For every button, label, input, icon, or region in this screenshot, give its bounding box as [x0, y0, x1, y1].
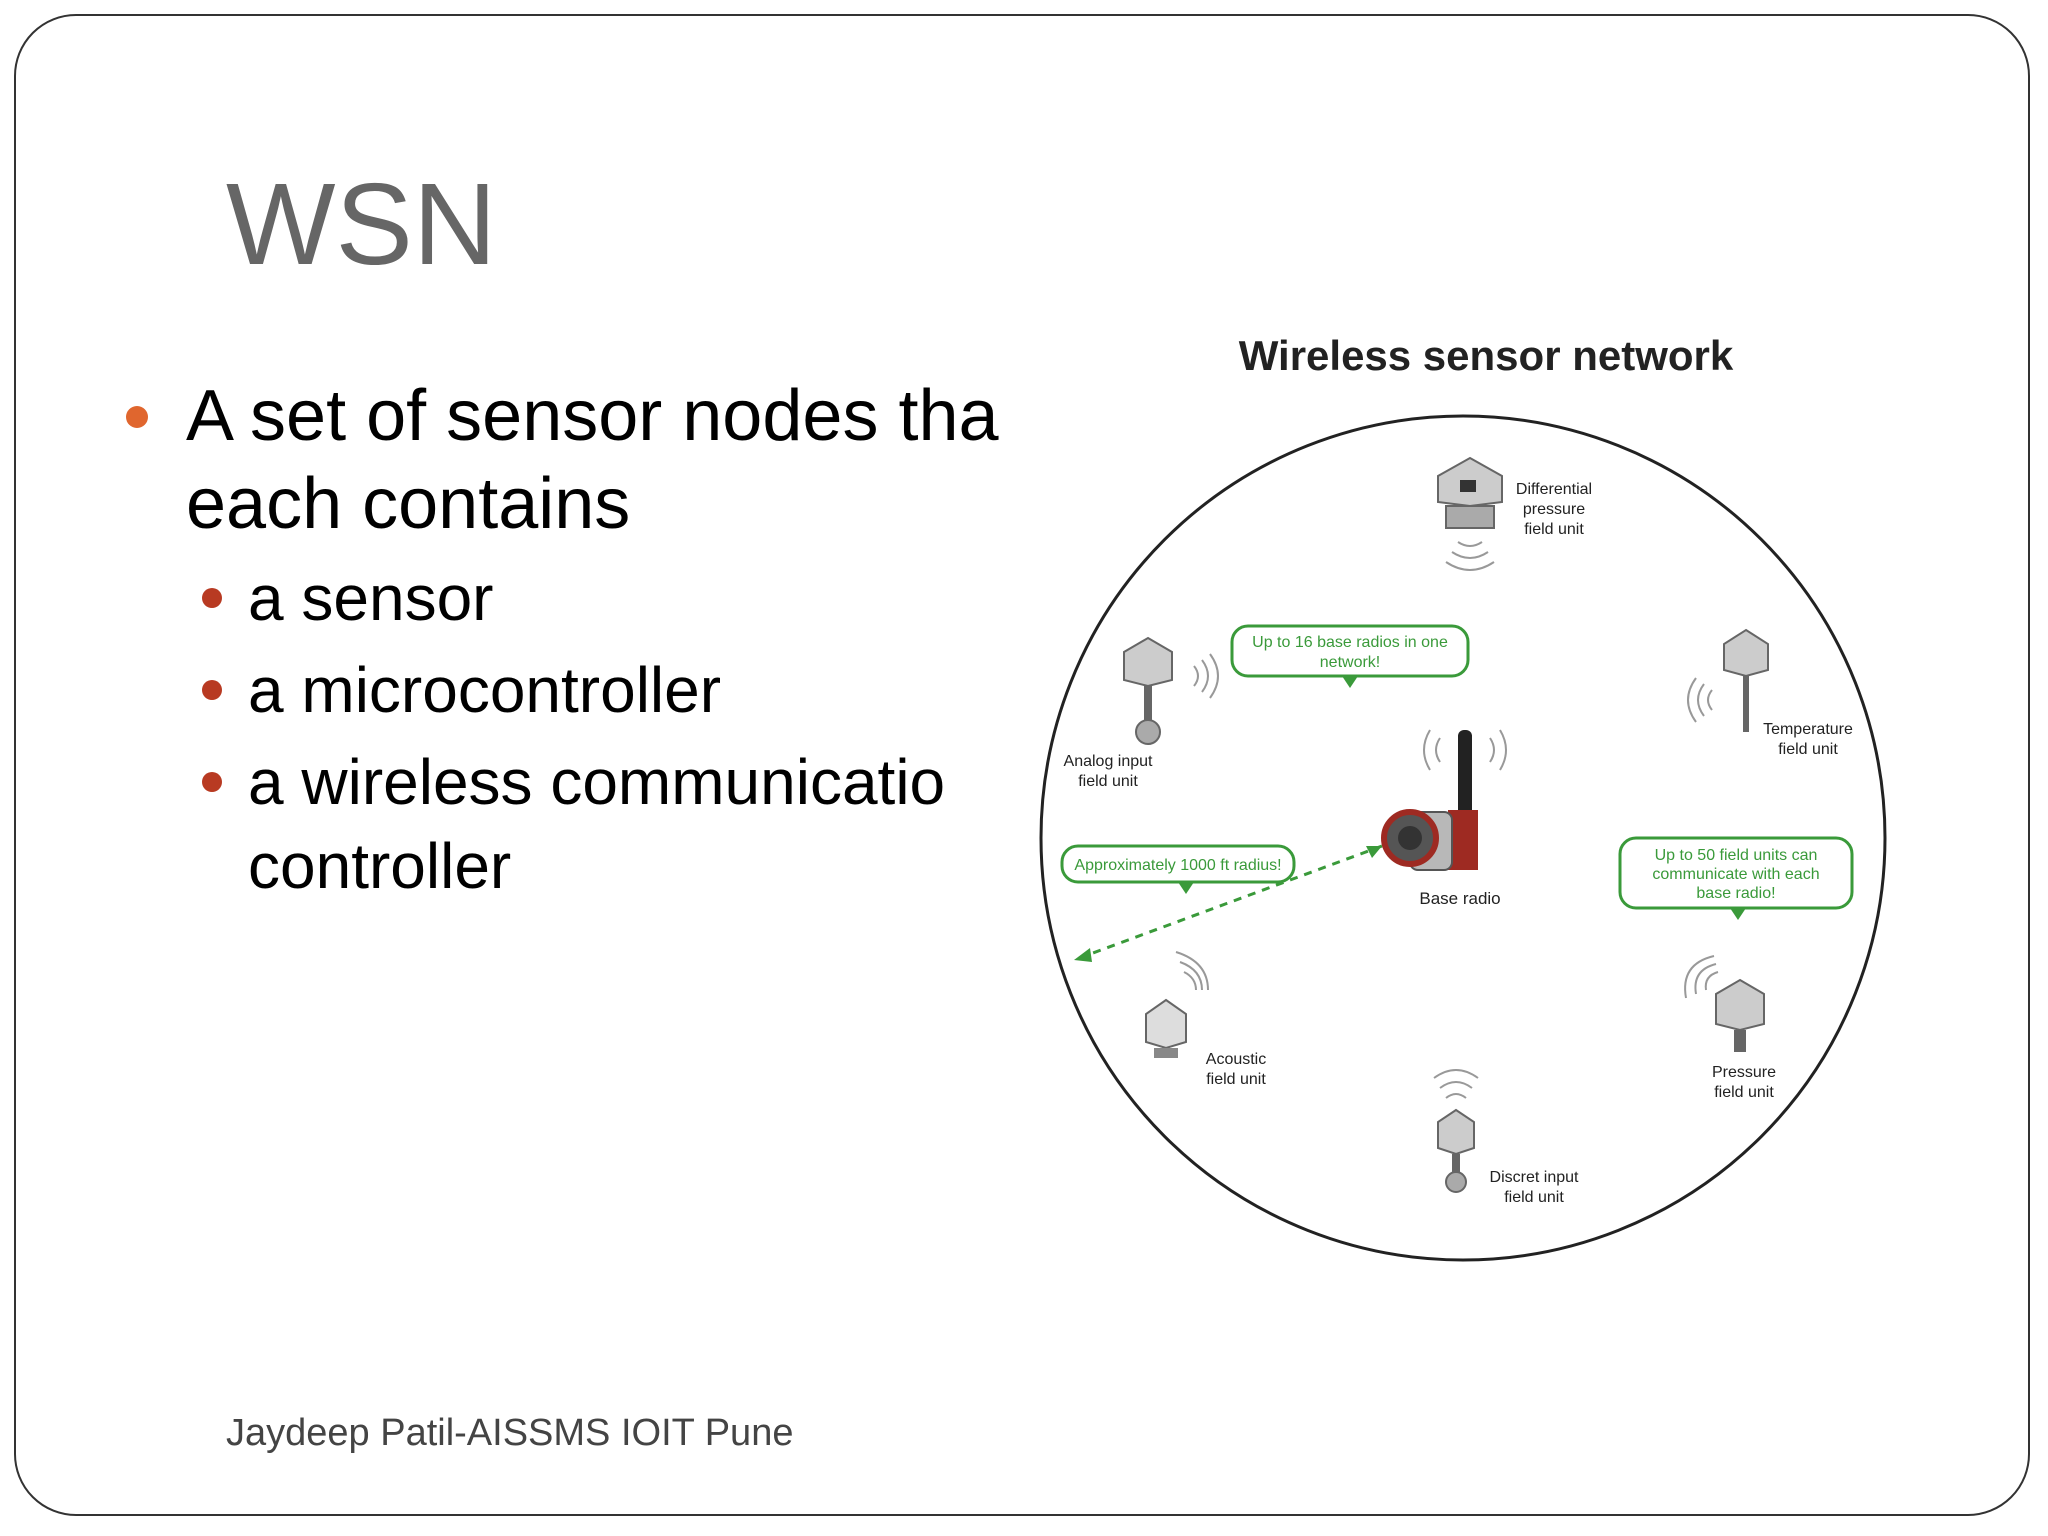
sub-bullet-dot-icon: [202, 588, 222, 608]
analog-input-device-icon: [1123, 636, 1173, 745]
callout-base-radios-line2: network!: [1320, 654, 1380, 671]
callout-field-units: Up to 50 field units can communicate wit…: [1618, 836, 1854, 920]
wireless-signal-icon: [1445, 541, 1495, 571]
analog-label-line1: Analog input: [1064, 753, 1154, 770]
slide-footer: Jaydeep Patil-AISSMS IOIT Pune: [226, 1412, 794, 1454]
sub-bullet-sensor: a sensor: [120, 556, 1000, 640]
temperature-label-line1: Temperature: [1763, 721, 1853, 738]
arrow-head-icon: [1366, 846, 1382, 858]
analog-label-line2: field unit: [1078, 773, 1138, 790]
arrow-head-icon: [1074, 948, 1092, 962]
pressure-label-line1: Pressure: [1712, 1064, 1776, 1081]
callout-base-radios: Up to 16 base radios in one network!: [1230, 624, 1470, 688]
discrete-input-device-icon: [1437, 1108, 1475, 1193]
base-radio-label: Base radio: [1419, 889, 1500, 908]
differential-label-line3: field unit: [1524, 521, 1584, 538]
wireless-signal-icon: [1684, 955, 1719, 999]
sub-bullet-list: a sensor a microcontroller a wireless co…: [120, 556, 1000, 908]
slide-title: WSN: [226, 159, 497, 289]
differential-label-line2: pressure: [1523, 501, 1585, 518]
sub-bullet-text: a microcontroller: [248, 654, 722, 726]
sub-bullet-dot-icon: [202, 772, 222, 792]
bullet-main: A set of sensor nodes tha each contains: [120, 372, 1000, 548]
sub-bullet-text: a wireless communicatio: [248, 746, 946, 818]
wireless-signal-icon: [1687, 677, 1713, 723]
discrete-label-line1: Discret input: [1490, 1169, 1579, 1186]
sub-bullet-dot-icon: [202, 680, 222, 700]
sub-bullet-text-line2: controller: [248, 830, 512, 902]
acoustic-label-line1: Acoustic: [1206, 1051, 1266, 1068]
base-radio-device-icon: [1381, 730, 1478, 871]
differential-pressure-device-icon: [1437, 456, 1503, 529]
network-range-circle: [1039, 414, 1887, 1262]
discrete-label-line2: field unit: [1504, 1189, 1564, 1206]
wsn-diagram: Wireless sensor network Base radio: [1030, 330, 1910, 1270]
bullet-main-line2: each contains: [186, 464, 631, 544]
callout-field-units-line3: base radio!: [1696, 885, 1775, 902]
wireless-signal-icon: [1175, 951, 1209, 991]
differential-label-line1: Differential: [1516, 481, 1592, 498]
callout-field-units-line1: Up to 50 field units can: [1655, 847, 1818, 864]
sub-bullet-text: a sensor: [248, 562, 494, 634]
temperature-label-line2: field unit: [1778, 741, 1838, 758]
callout-radius: Approximately 1000 ft radius!: [1060, 844, 1296, 894]
slide-frame: [14, 14, 2030, 1516]
wsn-diagram-svg: Wireless sensor network Base radio: [1039, 332, 1887, 1262]
radius-arrow: [1073, 844, 1383, 962]
bullet-main-line1: A set of sensor nodes tha: [186, 376, 999, 456]
temperature-device-icon: [1723, 628, 1769, 732]
wireless-signal-icon: [1193, 653, 1219, 699]
bullet-dot-icon: [126, 406, 148, 428]
slide-content: A set of sensor nodes tha each contains …: [120, 372, 1000, 932]
callout-radius-text: Approximately 1000 ft radius!: [1074, 857, 1281, 874]
sub-bullet-wireless: a wireless communicatio controller: [120, 740, 1000, 908]
acoustic-label-line2: field unit: [1206, 1071, 1266, 1088]
acoustic-device-icon: [1145, 998, 1187, 1058]
wireless-signal-icon: [1433, 1069, 1479, 1099]
diagram-title: Wireless sensor network: [1239, 332, 1734, 379]
sub-bullet-microcontroller: a microcontroller: [120, 648, 1000, 732]
pressure-label-line2: field unit: [1714, 1084, 1774, 1101]
pressure-device-icon: [1715, 978, 1765, 1052]
callout-field-units-line2: communicate with each: [1652, 866, 1819, 883]
callout-base-radios-line1: Up to 16 base radios in one: [1252, 634, 1448, 651]
wireless-signal-icon: [1423, 729, 1507, 771]
